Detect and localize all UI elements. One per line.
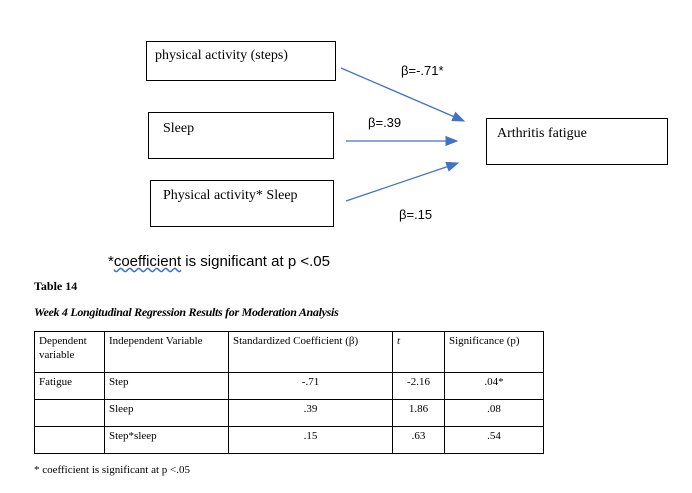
header-coefficient: Standardized Coefficient (β): [228, 331, 393, 373]
cell-independent: Sleep: [104, 399, 229, 427]
header-dependent: Dependent variable: [34, 331, 105, 373]
header-independent: Independent Variable: [104, 331, 229, 373]
predictor-box-interaction: Physical activity* Sleep: [150, 180, 334, 227]
arrow-interaction-to-fatigue: [345, 161, 460, 202]
beta-label-interaction: β=.15: [399, 207, 433, 222]
cell-t: .63: [392, 426, 445, 454]
cell-coefficient: -.71: [228, 372, 393, 400]
table-footnote: * coefficient is significant at p <.05: [34, 464, 190, 476]
note-word: coefficient: [113, 253, 182, 270]
beta-label-steps: β=-.71*: [401, 63, 444, 78]
cell-dependent: [34, 426, 105, 454]
outcome-label: Arthritis fatigue: [497, 126, 587, 141]
cell-t: 1.86: [392, 399, 445, 427]
arrow-steps-to-fatigue: [340, 67, 466, 122]
table-title: Week 4 Longitudinal Regression Results f…: [34, 305, 339, 319]
header-t: t: [392, 331, 445, 373]
predictor-box-steps: physical activity (steps): [146, 41, 336, 81]
table-row: Sleep .39 1.86 .08: [34, 399, 544, 427]
results-table: Dependent variable Independent Variable …: [34, 331, 544, 454]
cell-independent: Step: [104, 372, 229, 400]
diagram-significance-note: *coefficient is significant at p <.05: [108, 253, 330, 270]
predictor-label-interaction: Physical activity* Sleep: [163, 188, 298, 203]
header-significance: Significance (p): [444, 331, 544, 373]
cell-significance: .08: [444, 399, 544, 427]
cell-t: -2.16: [392, 372, 445, 400]
note-prefix: *: [108, 253, 114, 270]
cell-significance: .04*: [444, 372, 544, 400]
outcome-box: Arthritis fatigue: [486, 118, 668, 165]
predictor-label-steps: physical activity (steps): [155, 48, 288, 63]
cell-coefficient: .15: [228, 426, 393, 454]
cell-dependent: [34, 399, 105, 427]
cell-coefficient: .39: [228, 399, 393, 427]
table-label: Table 14: [34, 279, 78, 293]
predictor-label-sleep: Sleep: [163, 121, 195, 136]
table-row: Fatigue Step -.71 -2.16 .04*: [34, 372, 544, 400]
table-header-row: Dependent variable Independent Variable …: [34, 331, 544, 373]
cell-significance: .54: [444, 426, 544, 454]
predictor-box-sleep: Sleep: [148, 112, 334, 159]
note-rest: is significant at p <.05: [181, 253, 330, 270]
table-row: Step*sleep .15 .63 .54: [34, 426, 544, 454]
beta-label-sleep: β=.39: [368, 115, 402, 130]
cell-independent: Step*sleep: [104, 426, 229, 454]
cell-dependent: Fatigue: [34, 372, 105, 400]
